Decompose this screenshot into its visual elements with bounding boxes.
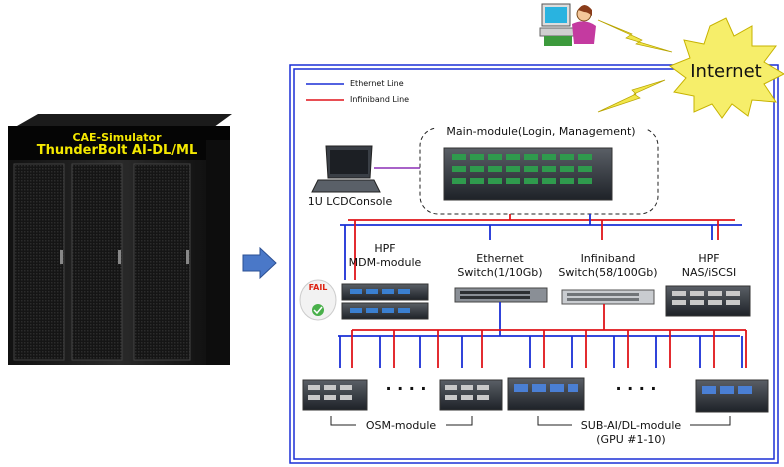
main-server <box>443 147 613 201</box>
sub-label-1: SUB-AI/DL-module <box>580 419 682 432</box>
main-module-label: Main-module(Login, Management) <box>436 125 646 138</box>
ib-switch-label-2: Switch(58/100Gb) <box>558 266 658 279</box>
lcd-console-icon <box>311 145 381 193</box>
mdm-label-2: MDM-module <box>348 256 422 269</box>
infiniband-switch <box>561 289 655 305</box>
osm-server-1 <box>302 379 368 411</box>
gpu-server-1 <box>507 377 585 411</box>
sub-label-2: (GPU #1-10) <box>596 433 666 446</box>
nas-label-2: NAS/iSCSI <box>681 266 737 279</box>
nas-server <box>665 285 751 317</box>
rack-title: ThunderBolt AI-DL/ML <box>36 143 198 158</box>
ethernet-switch <box>454 287 548 303</box>
console-label: 1U LCDConsole <box>307 195 393 208</box>
rack-cabinet <box>8 114 232 365</box>
eth-switch-label-1: Ethernet <box>476 252 524 265</box>
mdm-servers <box>341 283 429 320</box>
nas-label-1: HPF <box>698 252 720 265</box>
fail-badge: FAIL <box>308 283 328 292</box>
system-frame <box>289 64 779 464</box>
rack-title-top: CAE-Simulator <box>72 131 162 144</box>
user-computer-icon <box>539 3 596 46</box>
eth-switch-label-2: Switch(1/10Gb) <box>457 266 543 279</box>
sub-ellipsis: · · · · <box>615 379 657 398</box>
lightning-icon <box>597 19 673 53</box>
failover-icon <box>299 279 337 321</box>
internet-burst <box>668 17 784 119</box>
gpu-server-2 <box>695 379 769 413</box>
legend-ethernet: Ethernet Line <box>350 79 404 88</box>
mdm-label-1: HPF <box>374 242 396 255</box>
arrow-right-icon <box>242 246 277 280</box>
osm-label: OSM-module <box>365 419 437 432</box>
compute-links <box>339 330 747 368</box>
lightning-icon <box>597 79 666 113</box>
osm-server-2 <box>439 379 503 411</box>
osm-ellipsis: · · · · <box>385 379 427 398</box>
legend-infiniband: Infiniband Line <box>350 95 410 104</box>
ib-switch-label-1: Infiniband <box>580 252 636 265</box>
internet-label: Internet <box>690 61 762 82</box>
